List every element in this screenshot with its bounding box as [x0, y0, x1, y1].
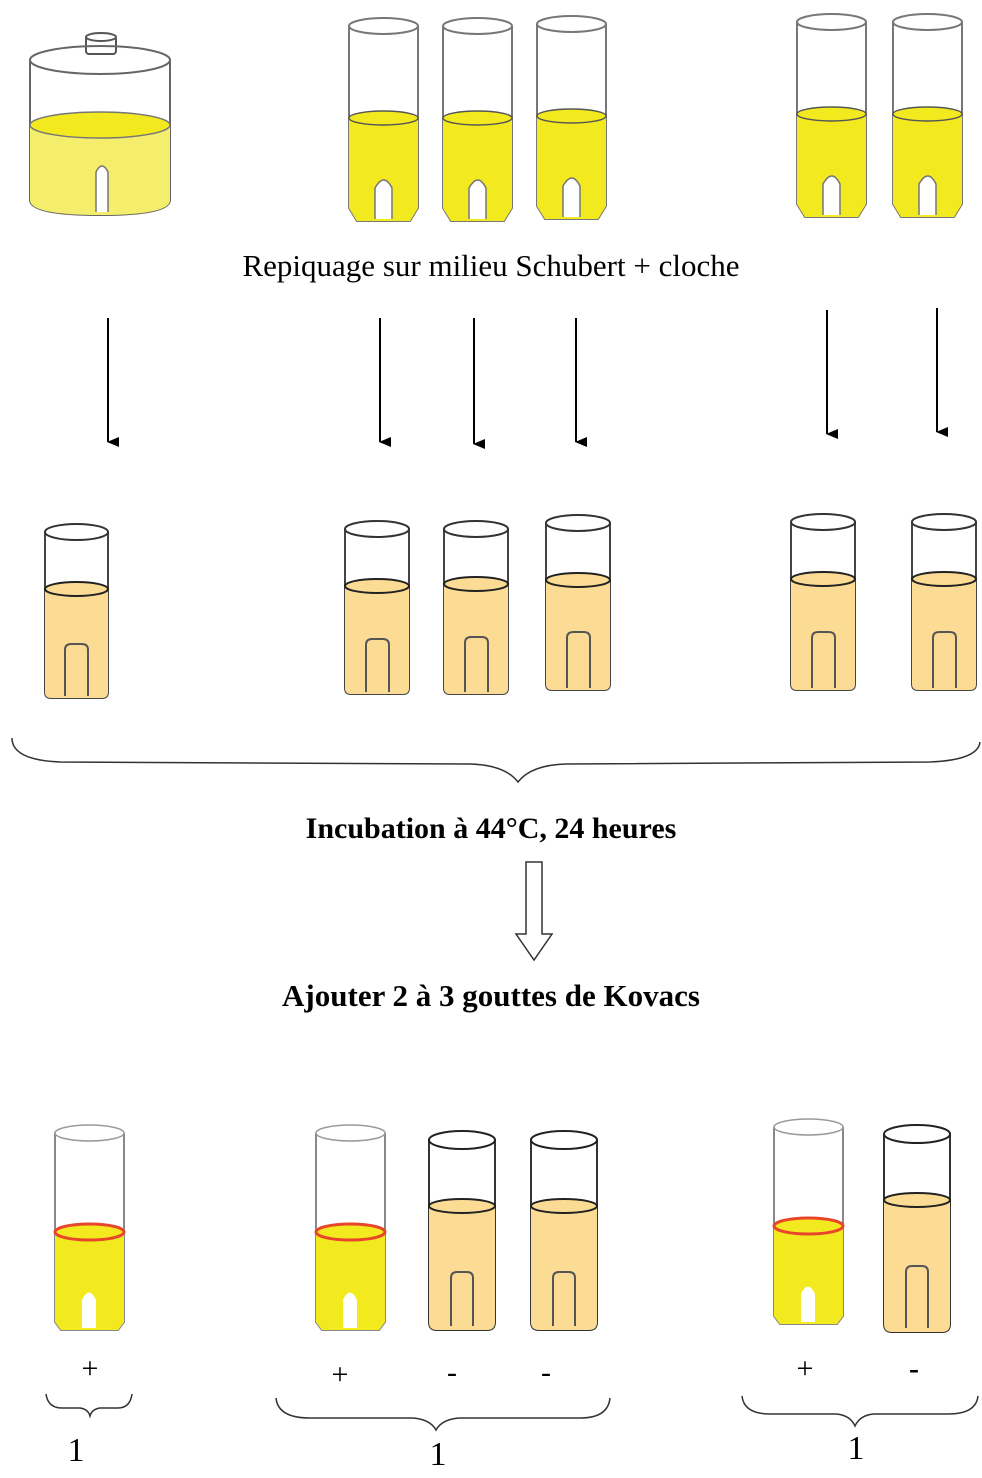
result-tube-row	[53, 1118, 951, 1333]
result-sign: +	[796, 1352, 814, 1385]
positive-result-tube	[53, 1124, 126, 1331]
result-count: 1	[67, 1432, 85, 1469]
step-label-kovacs: Ajouter 2 à 3 gouttes de Kovacs	[282, 978, 700, 1013]
result-sign: +	[81, 1352, 99, 1385]
result-braces	[45, 1393, 979, 1432]
step-label-incubation: Incubation à 44°C, 24 heures	[305, 812, 677, 845]
presumptive-tube	[442, 17, 513, 222]
result-sign: +	[331, 1358, 349, 1391]
schubert-tube	[344, 520, 410, 695]
schubert-tube-row	[44, 513, 977, 699]
result-count: 1	[429, 1436, 447, 1473]
hollow-down-arrow	[514, 861, 554, 962]
schubert-tube	[911, 513, 977, 691]
result-count: 1	[847, 1430, 865, 1467]
schubert-tube	[443, 520, 509, 695]
schubert-tube	[790, 513, 856, 691]
transfer-arrows	[107, 308, 948, 449]
result-sign: -	[909, 1352, 919, 1385]
step-label-repiquage: Repiquage sur milieu Schubert + cloche	[242, 248, 740, 283]
schubert-tube	[545, 514, 611, 691]
negative-result-tube	[428, 1130, 496, 1331]
group-brace	[741, 1395, 979, 1428]
presumptive-tube-row-1	[348, 13, 963, 222]
schubert-tube	[44, 523, 109, 699]
presumptive-tube	[796, 13, 867, 218]
positive-result-tube	[314, 1124, 387, 1331]
presumptive-tube	[536, 15, 607, 220]
negative-result-tube	[530, 1130, 598, 1331]
negative-result-tube	[883, 1124, 951, 1333]
group-brace	[45, 1393, 133, 1419]
group-brace	[11, 737, 981, 784]
result-sign: -	[447, 1356, 457, 1389]
group-brace	[275, 1397, 611, 1432]
positive-result-tube	[772, 1118, 845, 1325]
presumptive-flask	[29, 32, 171, 217]
presumptive-tube	[892, 13, 963, 218]
result-sign: -	[541, 1356, 551, 1389]
presumptive-tube	[348, 17, 419, 222]
